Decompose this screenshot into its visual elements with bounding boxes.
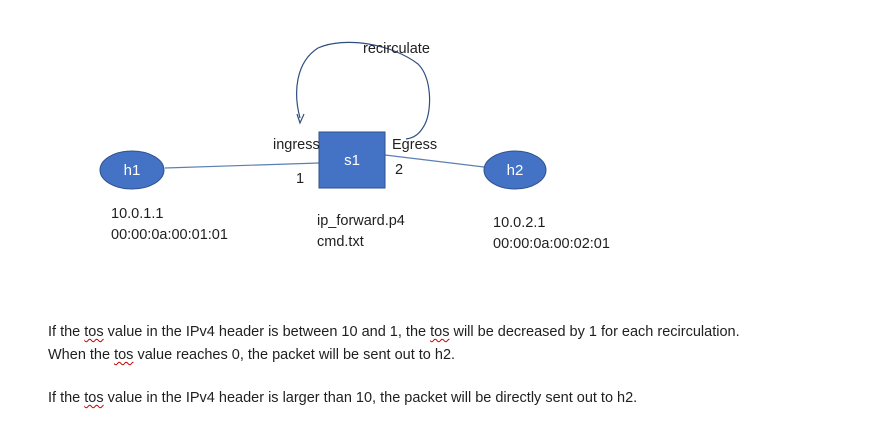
h2-ip: 10.0.2.1 (493, 215, 546, 231)
recirculate-label: recirculate (363, 41, 430, 57)
commands-file: cmd.txt (317, 234, 364, 250)
egress-label: Egress (392, 137, 438, 153)
desc-2a: When the (48, 347, 115, 363)
switch-s1-label: s1 (344, 152, 360, 169)
desc-1c: will be decreased by 1 for each recircul… (449, 324, 740, 340)
host-h2-label: h2 (507, 162, 524, 179)
desc-2b: value reaches 0, the packet will be sent… (133, 347, 456, 363)
desc-1-tos2: tos (430, 324, 450, 340)
host-h1-label: h1 (124, 162, 141, 179)
desc-1a: If the (48, 324, 85, 340)
desc-3-tos: tos (84, 390, 104, 406)
description-line-2: When the tos value reaches 0, the packet… (48, 345, 455, 365)
program-file: ip_forward.p4 (317, 213, 405, 229)
desc-3b: value in the IPv4 header is larger than … (103, 390, 638, 406)
description-line-3: If the tos value in the IPv4 header is l… (48, 388, 637, 408)
h1-mac: 00:00:0a:00:01:01 (111, 227, 228, 243)
desc-2-tos: tos (114, 347, 134, 363)
ingress-label: ingress (273, 137, 320, 153)
h2-mac: 00:00:0a:00:02:01 (493, 236, 610, 252)
host-h2-shape (483, 150, 547, 190)
switch-s1-shape (318, 131, 386, 189)
port-out-label: 2 (395, 162, 404, 178)
port-in-label: 1 (296, 171, 305, 187)
host-h1-shape (99, 150, 165, 190)
recirculate-arrow (296, 113, 305, 125)
link-s1-h2 (384, 154, 485, 168)
recirculate-loop (296, 41, 431, 140)
host-h1[interactable]: h1 (99, 150, 165, 190)
switch-s1[interactable]: s1 (318, 131, 386, 189)
description-line-1: If the tos value in the IPv4 header is b… (48, 322, 740, 342)
desc-3a: If the (48, 390, 85, 406)
h1-ip: 10.0.1.1 (111, 206, 164, 222)
host-h2[interactable]: h2 (483, 150, 547, 190)
desc-1-tos: tos (84, 324, 104, 340)
desc-1b: value in the IPv4 header is between 10 a… (103, 324, 431, 340)
link-h1-s1 (164, 162, 320, 169)
